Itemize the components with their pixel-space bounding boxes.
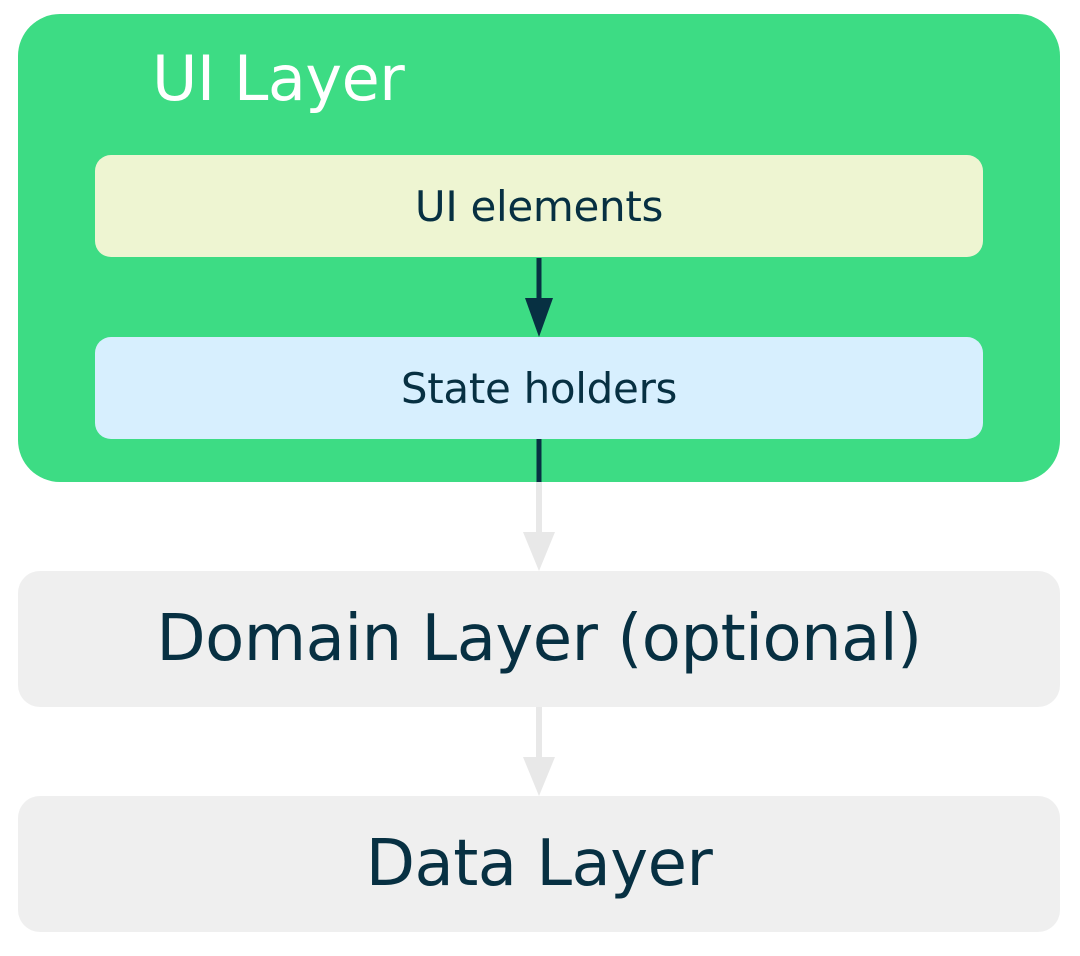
ui-to-domain-arrowhead <box>523 532 555 571</box>
state-holders-box: State holders <box>95 337 983 439</box>
state-holders-label: State holders <box>400 363 678 413</box>
data-layer-label: Data Layer <box>365 827 713 901</box>
domain-layer-box: Domain Layer (optional) <box>18 571 1060 707</box>
ui-elements-label: UI elements <box>414 181 664 231</box>
domain-layer-label: Domain Layer (optional) <box>156 602 922 676</box>
ui-layer-container: UI Layer UI elements State holders <box>18 14 1060 482</box>
ui-layer-title: UI Layer <box>152 42 405 115</box>
data-layer-box: Data Layer <box>18 796 1060 932</box>
domain-to-data-arrowhead <box>523 757 555 796</box>
ui-elements-box: UI elements <box>95 155 983 257</box>
